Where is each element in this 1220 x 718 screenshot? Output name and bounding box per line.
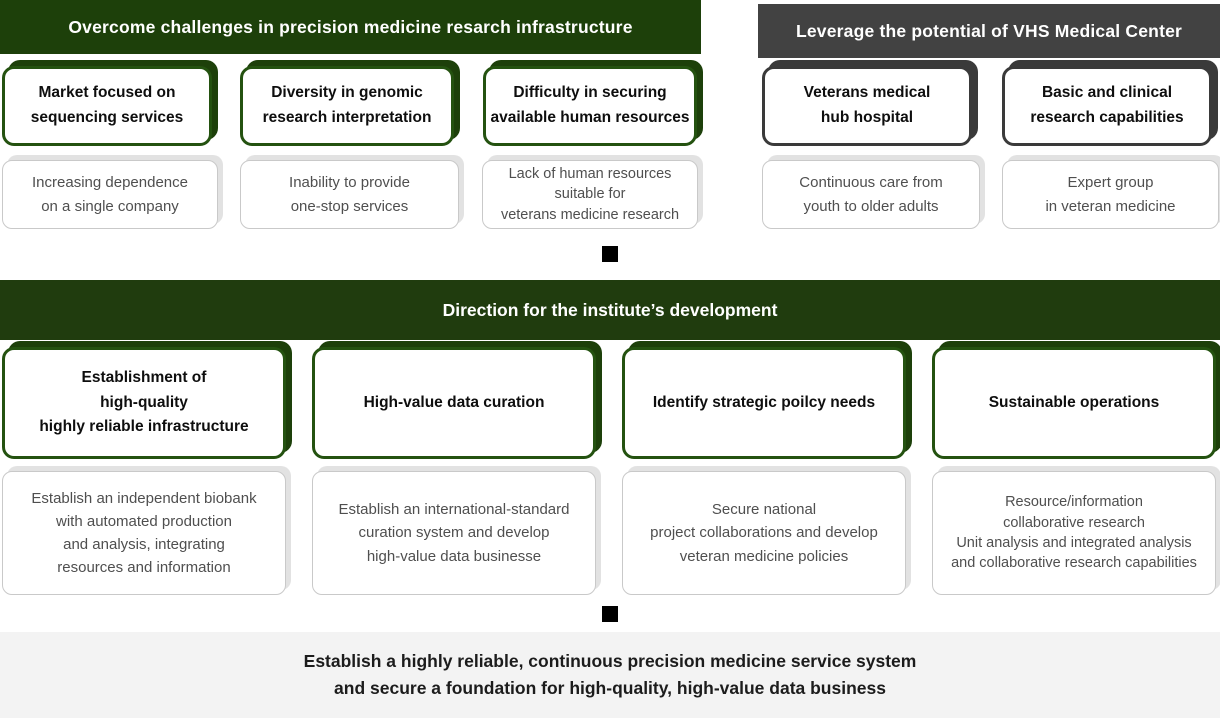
- connector-square-bottom: [602, 606, 618, 622]
- direction-box-sustainable-operations: Sustainable operations: [932, 347, 1216, 459]
- direction-desc-data-curation: Establish an international-standard cura…: [312, 471, 596, 595]
- direction-desc-infrastructure: Establish an independent biobank with au…: [2, 471, 286, 595]
- challenge-box-human-resources: Difficulty in securing available human r…: [483, 66, 697, 146]
- connector-square-top: [602, 246, 618, 262]
- potential-box-hub-hospital: Veterans medical hub hospital: [762, 66, 972, 146]
- challenge-desc-market: Increasing dependence on a single compan…: [2, 160, 218, 229]
- potential-desc-research-capabilities: Expert group in veteran medicine: [1002, 160, 1219, 229]
- challenge-desc-diversity: Inability to provide one-stop services: [240, 160, 459, 229]
- challenges-header: Overcome challenges in precision medicin…: [0, 0, 701, 54]
- potential-desc-hub-hospital: Continuous care from youth to older adul…: [762, 160, 980, 229]
- direction-box-policy-needs: Identify strategic poilcy needs: [622, 347, 906, 459]
- direction-box-data-curation: High-value data curation: [312, 347, 596, 459]
- direction-desc-sustainable-operations: Resource/information collaborative resea…: [932, 471, 1216, 595]
- direction-box-infrastructure: Establishment of high-quality highly rel…: [2, 347, 286, 459]
- challenge-box-market: Market focused on sequencing services: [2, 66, 212, 146]
- potential-header: Leverage the potential of VHS Medical Ce…: [758, 4, 1220, 58]
- direction-desc-policy-needs: Secure national project collaborations a…: [622, 471, 906, 595]
- challenge-box-diversity: Diversity in genomic research interpreta…: [240, 66, 454, 146]
- challenge-desc-human-resources: Lack of human resources suitable for vet…: [482, 160, 698, 229]
- potential-box-research-capabilities: Basic and clinical research capabilities: [1002, 66, 1212, 146]
- direction-header: Direction for the institute’s developmen…: [0, 280, 1220, 340]
- goal-statement: Establish a highly reliable, continuous …: [0, 632, 1220, 718]
